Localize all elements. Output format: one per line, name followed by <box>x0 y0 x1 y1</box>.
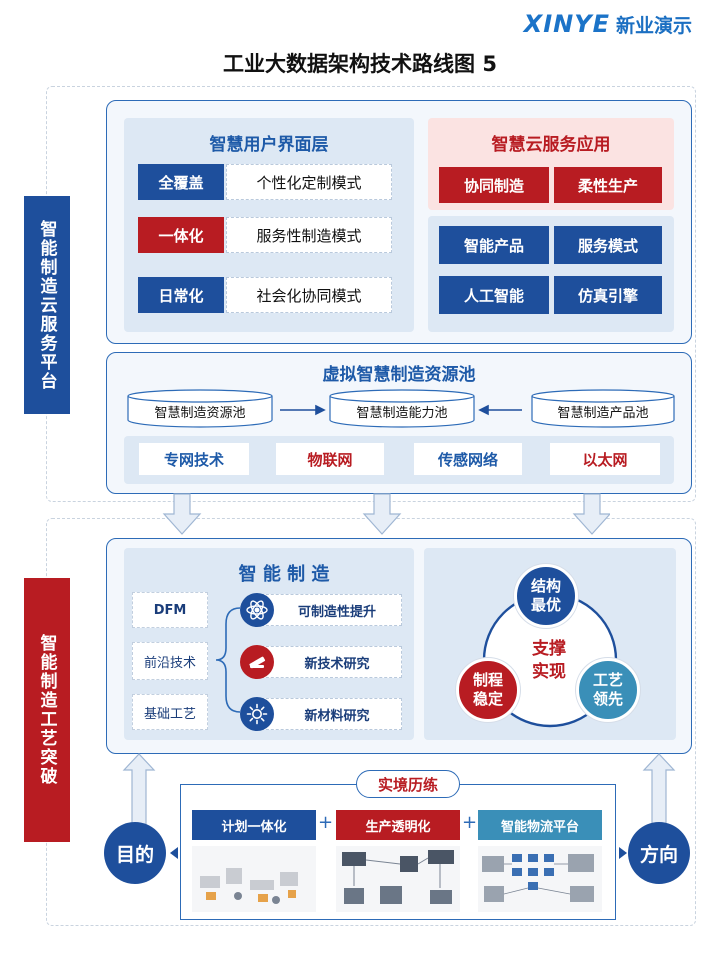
down-arrow-1 <box>162 493 202 535</box>
side-label-cloud: 智能制造云服务平台 <box>24 196 70 414</box>
plus-icon-2: + <box>462 812 478 833</box>
side-label-process: 智能制造工艺突破 <box>24 578 70 842</box>
mfg-new-material: 新材料研究 <box>256 698 402 730</box>
support-center-line2: 实现 <box>532 661 566 682</box>
tech-private-network: 专网技术 <box>139 443 249 475</box>
pool-arrow-right <box>280 404 326 416</box>
circle-craft-text: 工艺 领先 <box>592 671 623 708</box>
logistics-illustration <box>478 846 602 912</box>
mfg-left-basic: 基础工艺 <box>132 694 208 730</box>
circle-structure-optimal: 结构 最优 <box>514 564 578 628</box>
ui-text-social: 社会化协同模式 <box>226 277 392 313</box>
practice-plan: 计划一体化 <box>192 810 316 840</box>
cloud-apps-title: 智慧云服务应用 <box>491 135 611 155</box>
support-center-line1: 支撑 <box>532 639 566 659</box>
tech-iot: 物联网 <box>276 443 384 475</box>
circle-structure-text: 结构 最优 <box>530 577 561 614</box>
app-collaborative-mfg: 协同制造 <box>439 167 549 203</box>
circle-craft-leading: 工艺 领先 <box>576 658 640 722</box>
cylinder-product <box>531 389 675 428</box>
direction-circle: 方向 <box>628 822 690 884</box>
practice-title-wrap: 实境历练 <box>356 770 460 798</box>
down-arrow-3 <box>572 493 610 535</box>
down-arrow-2 <box>362 493 402 535</box>
page-title: 工业大数据架构技术路线图 5 <box>223 52 497 76</box>
tech-sensor-network: 传感网络 <box>414 443 522 475</box>
purpose-circle: 目的 <box>104 822 166 884</box>
tools-icon <box>240 645 274 679</box>
ui-layer-title: 智慧用户界面层 <box>209 135 329 155</box>
plus-icon-1: + <box>318 812 334 833</box>
ui-text-personalized: 个性化定制模式 <box>226 164 392 200</box>
mfg-left-frontier: 前沿技术 <box>132 642 208 680</box>
resource-pool-title: 虚拟智慧制造资源池 <box>322 365 476 385</box>
mfg-bracket <box>215 607 241 713</box>
circle-process-stable: 制程 稳定 <box>456 658 520 722</box>
brand-logo: XINYE <box>523 10 610 38</box>
ui-tag-coverage: 全覆盖 <box>138 164 224 200</box>
pool-arrow-left <box>478 404 522 416</box>
down-arrows <box>162 493 610 535</box>
app-ai: 人工智能 <box>439 276 549 314</box>
practice-transparency: 生产透明化 <box>336 810 460 840</box>
pool-product: 智慧制造产品池 <box>557 405 649 421</box>
up-arrow-left <box>122 753 156 825</box>
app-service-model: 服务模式 <box>554 226 662 264</box>
practice-logistics: 智能物流平台 <box>478 810 602 840</box>
brand-name: 新业演示 <box>615 15 692 37</box>
factory-illustration <box>192 846 316 912</box>
app-flexible-production: 柔性生产 <box>554 167 662 203</box>
ui-text-service: 服务性制造模式 <box>226 217 392 253</box>
support-center: 支撑 实现 <box>520 638 578 684</box>
cylinder-resource <box>127 389 273 428</box>
brand: XINYE 新业演示 <box>524 10 692 38</box>
mfg-manufacturability: 可制造性提升 <box>256 594 402 626</box>
direction-arrow-icon <box>619 847 627 859</box>
mfg-new-tech: 新技术研究 <box>256 646 402 678</box>
practice-title: 实境历练 <box>377 775 438 794</box>
up-arrows <box>122 753 676 825</box>
tech-ethernet: 以太网 <box>550 443 660 475</box>
mfg-left-dfm: DFM <box>132 592 208 628</box>
smart-mfg-title: 智 能 制 造 <box>238 564 330 585</box>
up-arrow-right <box>642 753 676 825</box>
ui-tag-daily: 日常化 <box>138 277 224 313</box>
pool-resource: 智慧制造资源池 <box>154 405 246 421</box>
pool-capability: 智慧制造能力池 <box>356 405 448 421</box>
pool-cylinders <box>127 389 675 428</box>
gear-icon <box>240 697 274 731</box>
cylinder-capability <box>329 389 475 428</box>
production-line-illustration <box>336 846 460 912</box>
ui-tag-integration: 一体化 <box>138 217 224 253</box>
purpose-arrow-icon <box>170 847 178 859</box>
circle-process-text: 制程 稳定 <box>472 671 503 708</box>
app-simulation-engine: 仿真引擎 <box>554 276 662 314</box>
atom-icon <box>240 593 274 627</box>
app-smart-product: 智能产品 <box>439 226 549 264</box>
